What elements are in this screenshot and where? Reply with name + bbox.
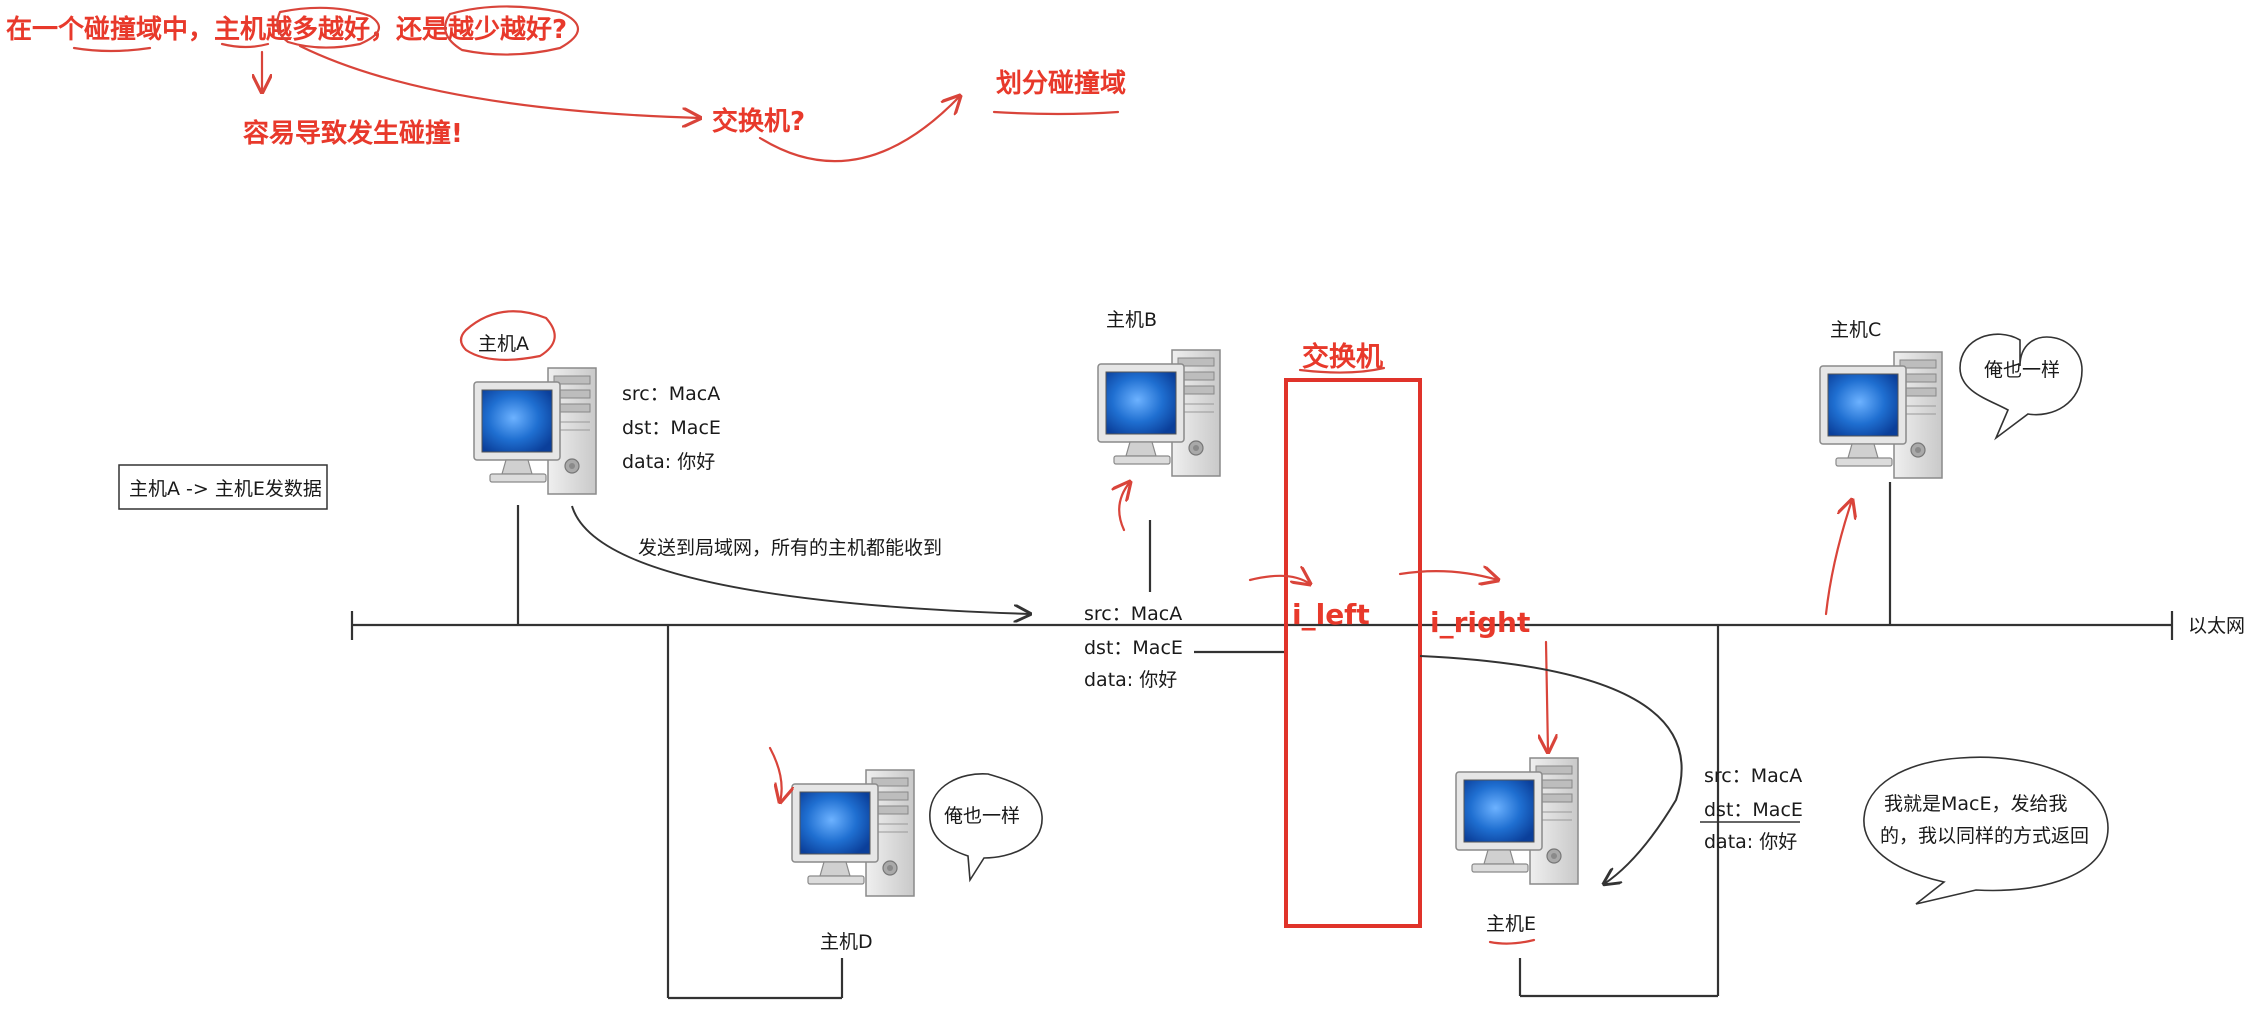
switch-port-right: i_right xyxy=(1430,606,1530,639)
host-a: 主机A src：MacA dst：MacE data: 你好 xyxy=(459,310,721,495)
scenario-box-text: 主机A -> 主机E发数据 xyxy=(129,478,322,500)
underline-mark xyxy=(220,42,270,49)
host-e-label: 主机E xyxy=(1486,913,1536,935)
circle-mark xyxy=(444,5,579,56)
frame-data: data: 你好 xyxy=(1704,831,1797,853)
bubble-text: 的，我以同样的方式返回 xyxy=(1880,825,2089,847)
frame-src: src：MacA xyxy=(1084,603,1182,625)
underline-mark xyxy=(1298,366,1386,374)
frame-dst: dst：MacE xyxy=(1704,799,1803,821)
frame-on-wire: src：MacA dst：MacE data: 你好 xyxy=(1084,603,1183,691)
curve-arrow-mark xyxy=(298,44,700,118)
switch-port-left: i_left xyxy=(1292,598,1370,631)
frame-dst: dst：MacE xyxy=(622,417,721,439)
delivery-arrow xyxy=(1419,655,1683,884)
scenario-box: 主机A -> 主机E发数据 xyxy=(118,464,328,510)
host-c-computer-icon xyxy=(1819,351,1943,479)
frame-data: data: 你好 xyxy=(1084,669,1177,691)
arrow-mark xyxy=(1546,640,1548,752)
bubble-text: 我就是MacE，发给我 xyxy=(1884,793,2068,815)
underline-mark xyxy=(992,110,1120,116)
host-d: 主机D 俺也一样 xyxy=(768,746,1043,953)
frame-src: src：MacA xyxy=(1704,765,1802,787)
host-b-label: 主机B xyxy=(1106,309,1157,331)
host-d-computer-icon xyxy=(791,769,915,897)
host-a-computer-icon xyxy=(473,367,597,495)
curve-arrow-mark xyxy=(758,96,960,163)
collision-consequence-text: 容易导致发生碰撞! xyxy=(243,118,463,149)
frame-dst: dst：MacE xyxy=(1084,637,1183,659)
circle-mark xyxy=(459,310,556,361)
host-e-speech-bubble: 我就是MacE，发给我 的，我以同样的方式返回 xyxy=(1863,756,2109,905)
underline-mark xyxy=(72,46,152,53)
arrow-mark xyxy=(768,746,782,802)
host-e-computer-icon xyxy=(1455,757,1579,885)
speech-bubble-shape xyxy=(929,773,1043,883)
host-d-speech-bubble: 俺也一样 xyxy=(929,773,1043,883)
arrow-mark xyxy=(1824,500,1852,616)
host-b-computer-icon xyxy=(1097,349,1221,477)
arrow-mark xyxy=(1398,571,1498,580)
frame-data: data: 你好 xyxy=(622,451,715,473)
divide-collision-domain-text: 划分碰撞域 xyxy=(996,69,1126,99)
underline-mark xyxy=(1488,938,1536,945)
circle-mark xyxy=(276,6,380,49)
broadcast-path: 发送到局域网，所有的主机都能收到 xyxy=(571,505,1030,614)
host-c-speech-bubble: 俺也一样 xyxy=(1959,333,2083,441)
switch-question-text: 交换机? xyxy=(712,106,805,137)
broadcast-arrow xyxy=(571,505,1030,614)
handwritten-marks xyxy=(72,5,1120,163)
frame-src: src：MacA xyxy=(622,383,720,405)
speech-bubble-shape xyxy=(1959,333,2083,441)
switch-title: 交换机 xyxy=(1302,341,1383,373)
switch: 交换机 i_left i_right xyxy=(1248,341,1530,928)
top-annotations: 在一个碰撞域中，主机越多越好，还是越少越好? 容易导致发生碰撞! 交换机? 划分… xyxy=(6,5,1126,163)
bubble-text: 俺也一样 xyxy=(1984,359,2060,381)
bubble-text: 俺也一样 xyxy=(944,805,1020,827)
arrow-mark xyxy=(1248,576,1310,584)
scenario-box-frame xyxy=(118,464,328,510)
host-d-label: 主机D xyxy=(820,931,873,953)
host-a-label: 主机A xyxy=(478,333,529,355)
host-c-label: 主机C xyxy=(1830,319,1881,341)
arrow-mark xyxy=(1119,482,1130,532)
host-b: 主机B xyxy=(1097,309,1221,532)
ethernet-wiring: 以太网 xyxy=(350,482,2245,1000)
ethernet-label: 以太网 xyxy=(2188,615,2245,637)
switch-box xyxy=(1284,378,1422,928)
host-e: 主机E src：MacA dst：MacE data: 你好 我就是MacE，发… xyxy=(1419,640,2109,945)
speech-bubble-shape xyxy=(1863,756,2109,905)
broadcast-note: 发送到局域网，所有的主机都能收到 xyxy=(638,537,942,559)
host-c: 主机C 俺也一样 xyxy=(1819,319,2083,616)
